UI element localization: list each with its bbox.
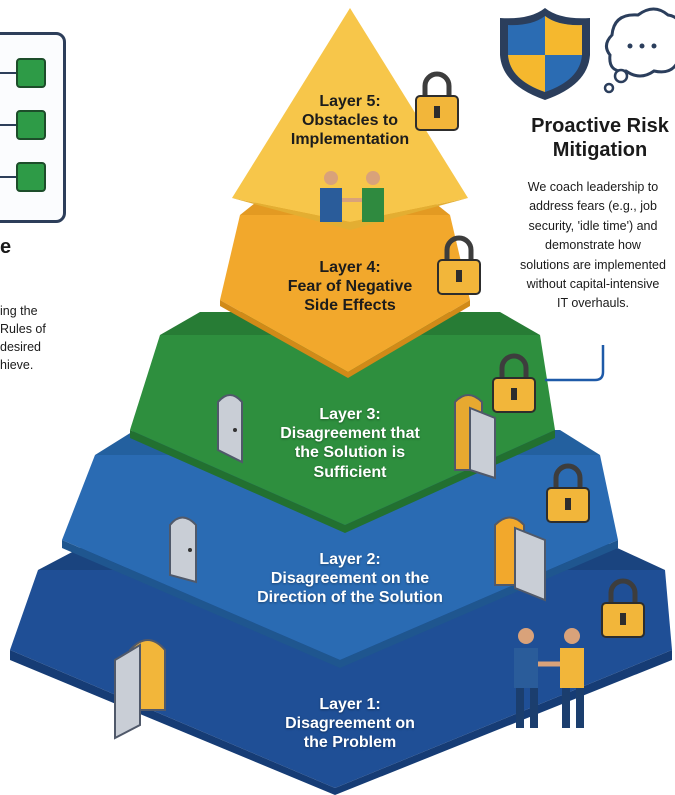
door-icon [217,394,243,464]
layer-5-line: Implementation [290,131,410,149]
layer-4-title: Layer 4: [319,259,381,276]
layer-4-line: Side Effects [304,297,396,315]
handshake-icon [320,171,384,222]
right-body-line: solutions are implemented [520,257,666,272]
layer-5-title: Layer 5: [319,93,381,110]
right-title-line: Mitigation [552,139,648,161]
layer-2-line: Disagreement on the [270,570,430,588]
layer-1-line: the Problem [303,734,397,752]
left-body-line: hieve. [0,358,34,373]
layer-3-line: Disagreement that [280,425,420,443]
layer-5-line: Obstacles to [301,112,399,130]
right-body-line: without capital-intensive [526,276,660,291]
left-panel-body: ing the Rules of desired hieve. [0,302,90,375]
lock-icon [601,578,645,638]
layer-5-label: Layer 5: Obstacles to Implementation [270,92,430,150]
layer-1-line: Disagreement on [285,715,415,733]
checklist-card [0,32,66,223]
layer-4-label: Layer 4: Fear of Negative Side Effects [255,258,445,316]
connector-line [545,345,605,382]
layer-5-tier [232,8,468,230]
door-icon [114,639,166,740]
left-body-line: ing the [0,304,38,318]
lock-icon [546,463,590,523]
layer-2-line: Direction of the Solution [257,589,443,607]
layer-1-title: Layer 1: [319,696,381,713]
layer-1-label: Layer 1: Disagreement on the Problem [250,695,450,753]
layer-3-line: the Solution is [294,444,406,462]
door-icon [454,394,496,480]
right-panel-title: Proactive Risk Mitigation [510,114,675,162]
layer-3-title: Layer 3: [319,406,381,423]
right-body-line: security, 'idle time') and [528,218,658,233]
left-body-line: Rules of [0,322,46,337]
door-icon [169,516,197,584]
checkbox-icon [0,162,46,192]
handshake-icon [514,628,584,728]
layer-2-title: Layer 2: [319,551,381,568]
layer-4-line: Fear of Negative [287,278,413,296]
right-panel-body: We coach leadership to address fears (e.… [498,178,675,314]
left-panel: e ing the Rules of desired hieve. [0,0,90,420]
lock-icon [492,353,536,413]
left-body-line: desired [0,340,41,355]
right-body-line: address fears (e.g., job [529,199,657,214]
layer-3-label: Layer 3: Disagreement that the Solution … [245,405,455,482]
lock-icon [437,235,481,295]
thought-bubble-icon [603,7,675,94]
right-body-line: We coach leadership to [527,180,659,194]
checklist-graphic [0,58,46,192]
lock-icon [415,71,459,131]
checkbox-icon [0,110,46,140]
right-body-line: demonstrate how [545,238,641,253]
shield-icon [500,8,590,100]
layer-3-line: Sufficient [313,463,387,481]
right-title-line: Proactive Risk [531,115,669,137]
layer-2-label: Layer 2: Disagreement on the Direction o… [220,550,480,608]
right-body-line: IT overhauls. [556,296,630,311]
door-icon [494,516,546,602]
checkbox-icon [0,58,46,88]
left-panel-heading: e [0,236,12,258]
